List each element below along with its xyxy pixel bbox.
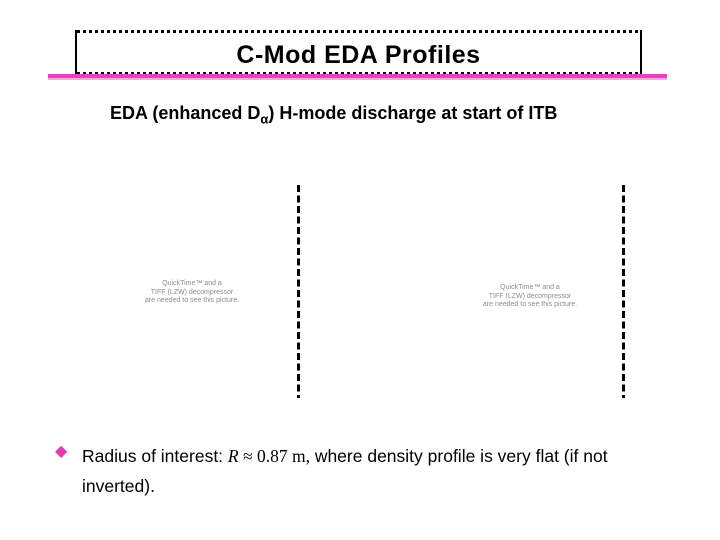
placeholder-line: TIFF (LZW) decompressor bbox=[150, 288, 234, 296]
placeholder-line: TIFF (LZW) decompressor bbox=[488, 292, 572, 300]
slide-title: C-Mod EDA Profiles bbox=[236, 41, 481, 69]
bullet-text-lead: Radius of interest: bbox=[82, 446, 228, 466]
placeholder-line: are needed to see this picture. bbox=[482, 301, 578, 308]
bullet-text-trail: where density profile is very flat (if n… bbox=[82, 446, 608, 496]
quicktime-placeholder-right: QuickTime™ and a TIFF (LZW) decompressor… bbox=[460, 284, 600, 310]
title-accent-bar bbox=[48, 74, 667, 80]
placeholder-line: QuickTime™ and a bbox=[162, 280, 222, 287]
placeholder-line: QuickTime™ and a bbox=[500, 284, 560, 291]
placeholder-line: are needed to see this picture. bbox=[144, 297, 240, 304]
dashed-line-right bbox=[622, 185, 625, 398]
bullet-math-expression: R ≈ 0.87 m, bbox=[228, 446, 310, 466]
subtitle-alpha-subscript: α bbox=[260, 111, 269, 127]
math-value: ≈ 0.87 m, bbox=[238, 446, 310, 466]
dashed-line-left bbox=[297, 185, 300, 398]
title-box: C-Mod EDA Profiles bbox=[75, 30, 642, 75]
title-box-dotted-border-bottom bbox=[77, 72, 640, 75]
bullet-text: Radius of interest: R ≈ 0.87 m, where de… bbox=[82, 441, 662, 501]
subtitle-text-suffix: ) H-mode discharge at start of ITB bbox=[268, 103, 558, 123]
bullet-diamond-icon: ◆ bbox=[55, 443, 68, 460]
math-variable-R: R bbox=[227, 446, 239, 466]
subtitle-text-prefix: EDA (enhanced D bbox=[110, 103, 261, 123]
quicktime-placeholder-left: QuickTime™ and a TIFF (LZW) decompressor… bbox=[122, 280, 262, 306]
slide-subtitle: EDA (enhanced Dα) H-mode discharge at st… bbox=[110, 103, 558, 127]
title-box-dotted-border-top bbox=[77, 30, 640, 33]
